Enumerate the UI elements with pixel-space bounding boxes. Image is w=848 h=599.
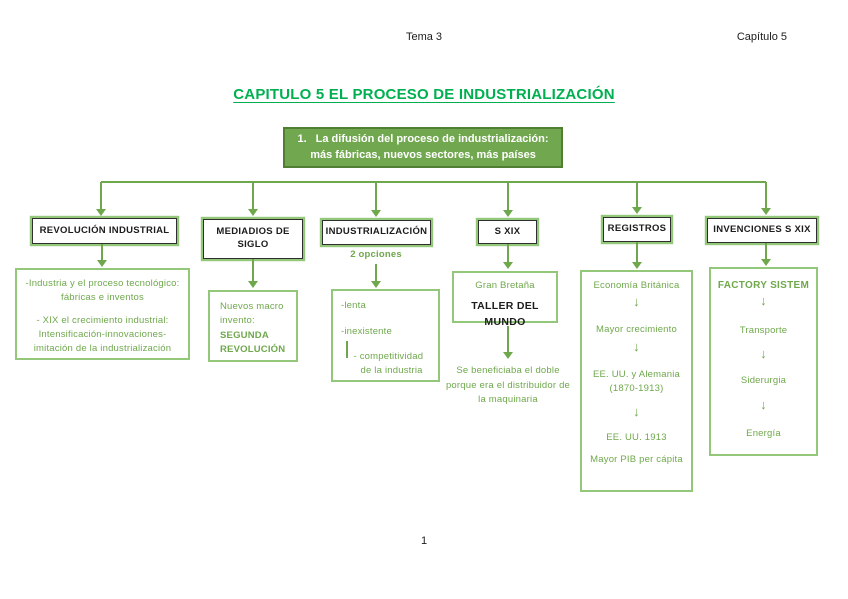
page-header-center: Tema 3 xyxy=(405,31,443,43)
branch-header-registros: REGISTROS xyxy=(603,217,671,242)
connector-arrow xyxy=(96,244,108,267)
connector-arrow xyxy=(95,182,107,216)
industrializacion-subitem: - competitividad de la industria xyxy=(341,340,434,379)
invenciones-body-box: FACTORY SISTEM ↓ Transporte ↓ Siderurgia… xyxy=(709,267,818,456)
registros-step: Economía Británica xyxy=(593,280,680,291)
branch-header-s-xix: S XIX xyxy=(478,220,537,244)
connector-arrow xyxy=(760,243,772,266)
s-xix-note: Se beneficiaba el doble porque era el di… xyxy=(445,365,571,406)
down-arrow-icon: ↓ xyxy=(760,396,767,412)
connector-arrow xyxy=(760,182,772,215)
root-topic-line1: La difusión del proceso de industrializa… xyxy=(315,132,549,145)
connector-arrow xyxy=(370,264,382,288)
subitem-connector-line xyxy=(346,340,348,358)
registros-body-box: Economía Británica ↓ Mayor crecimiento ↓… xyxy=(580,270,693,492)
industrializacion-item-1: -lenta xyxy=(341,300,366,311)
down-arrow-icon: ↓ xyxy=(633,404,640,419)
connector-arrow xyxy=(247,259,259,288)
industrializacion-body-box: -lenta -inexistente - competitividad de … xyxy=(331,289,440,382)
revolucion-body-paragraph-1: -Industria y el proceso tecnológico: fáb… xyxy=(25,278,180,304)
connector-arrow xyxy=(631,182,643,214)
invenciones-step: Siderurgia xyxy=(740,375,787,387)
down-arrow-icon: ↓ xyxy=(633,338,640,354)
connector-arrow xyxy=(247,182,259,216)
root-topic-line2: más fábricas, nuevos sectores, más paíse… xyxy=(310,148,536,161)
revolucion-body-paragraph-2: - XIX el crecimiento industrial: Intensi… xyxy=(33,314,172,355)
connector-arrow xyxy=(370,182,382,217)
registros-footer: Mayor PIB per cápita xyxy=(590,454,683,466)
branch-header-mediadios-de-siglo: MEDIADIOS DE SIGLO xyxy=(203,219,303,259)
invenciones-step: Energía xyxy=(746,427,781,439)
mediadios-body-intro: Nuevos macro invento: xyxy=(220,301,284,327)
registros-step: EE. UU. y Alemania (1870-1913) xyxy=(592,368,681,394)
revolucion-industrial-body-box: -Industria y el proceso tecnológico: fáb… xyxy=(15,268,190,360)
registros-step: EE. UU. 1913 xyxy=(606,432,667,443)
mediadios-body-bold: SEGUNDA REVOLUCIÓN xyxy=(220,329,286,355)
s-xix-box-top: Gran Bretaña xyxy=(475,280,535,291)
page-title-text: CAPITULO 5 EL PROCESO DE INDUSTRIALIZACI… xyxy=(233,86,615,103)
connector-arrow xyxy=(502,244,514,269)
s-xix-body-box: Gran Bretaña TALLER DEL MUNDO xyxy=(452,271,558,328)
down-arrow-icon: ↓ xyxy=(760,293,767,308)
root-topic-box: 1. La difusión del proceso de industrial… xyxy=(283,127,563,168)
page-title: CAPITULO 5 EL PROCESO DE INDUSTRIALIZACI… xyxy=(0,86,848,103)
invenciones-step: FACTORY SISTEM xyxy=(717,280,810,291)
registros-step: Mayor crecimiento xyxy=(595,324,677,336)
industrializacion-item-2: -inexistente xyxy=(341,326,392,338)
connector-arrow xyxy=(502,182,514,217)
industrializacion-note: 2 opciones xyxy=(350,249,402,260)
industrializacion-subitem-line2: de la industria xyxy=(360,364,423,376)
branch-header-invenciones-s-xix: INVENCIONES S XIX xyxy=(707,218,817,243)
branch-header-revolucion-industrial: REVOLUCIÓN INDUSTRIAL xyxy=(32,218,177,244)
down-arrow-icon: ↓ xyxy=(760,346,767,362)
invenciones-step: Transporte xyxy=(739,325,788,336)
mediadios-body-box: Nuevos macro invento: SEGUNDA REVOLUCIÓN xyxy=(208,290,298,362)
connector-arrow xyxy=(631,242,643,269)
s-xix-box-bold: TALLER DEL MUNDO xyxy=(471,300,539,328)
industrializacion-subitem-line1: - competitividad xyxy=(353,350,424,362)
down-arrow-icon: ↓ xyxy=(633,294,640,310)
page-header-right: Capítulo 5 xyxy=(736,31,787,43)
page-number: 1 xyxy=(420,535,428,547)
branch-header-industrializacion: INDUSTRIALIZACIÓN xyxy=(322,220,431,245)
connector-arrow xyxy=(502,326,514,359)
root-topic-number: 1. xyxy=(297,132,307,145)
tree-horizontal-line xyxy=(101,181,766,183)
